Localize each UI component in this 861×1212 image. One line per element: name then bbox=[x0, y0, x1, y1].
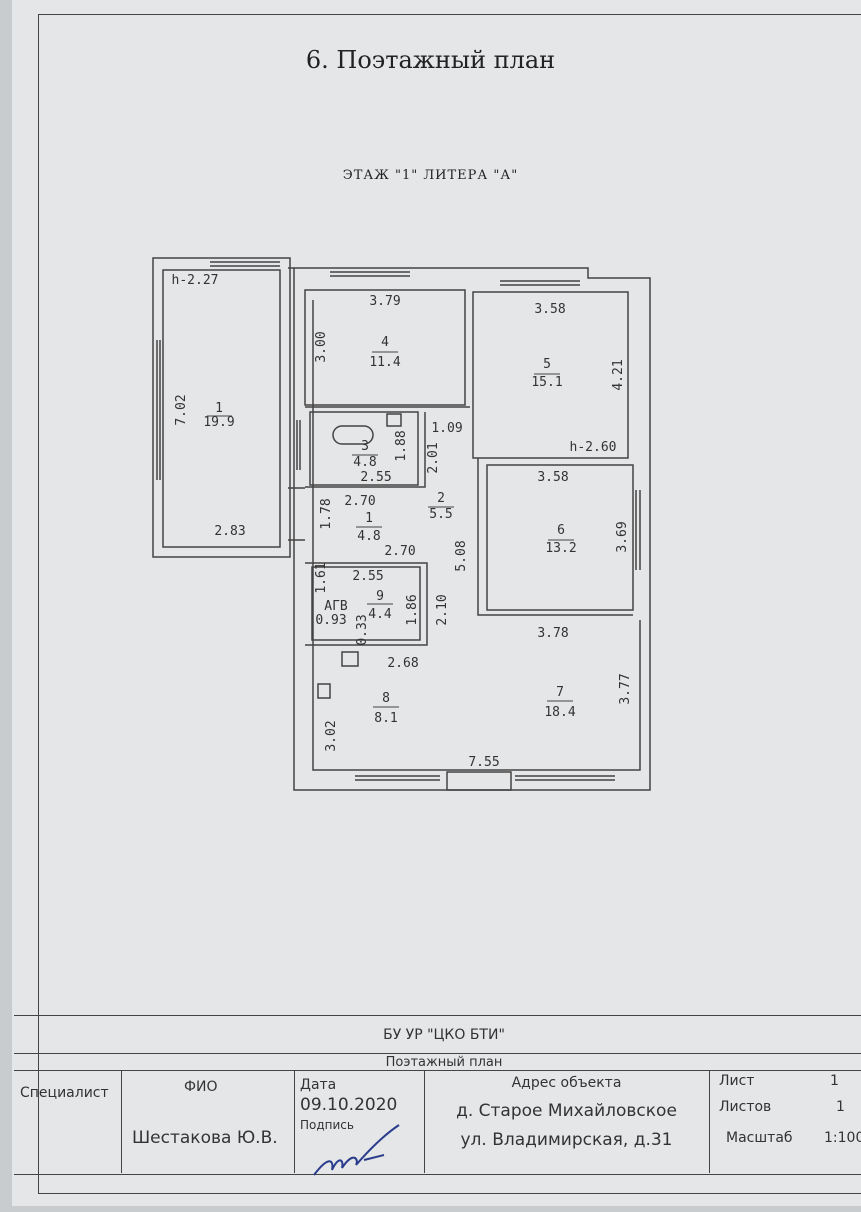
dimension: 4.21 bbox=[611, 359, 626, 390]
room-area: 4.4 bbox=[368, 607, 392, 622]
dimension: 2.70 bbox=[384, 544, 415, 559]
room-number: 6 bbox=[557, 523, 565, 538]
drawing-frame bbox=[38, 14, 861, 1194]
room-area: 15.1 bbox=[531, 375, 562, 390]
dimension: 3.77 bbox=[618, 673, 633, 704]
sheet-label: Лист bbox=[719, 1073, 755, 1089]
paper-sheet bbox=[12, 0, 861, 1206]
room-number: 1 bbox=[365, 511, 373, 526]
room-area: 13.2 bbox=[545, 541, 576, 556]
dimension: 2.55 bbox=[360, 470, 391, 485]
room-number: 2 bbox=[437, 491, 445, 506]
divider bbox=[709, 1070, 710, 1173]
dimension: 2.01 bbox=[426, 442, 441, 473]
dimension: 2.83 bbox=[214, 524, 245, 539]
organization: БУ УР "ЦКО БТИ" bbox=[14, 1015, 861, 1054]
dimension: 3.78 bbox=[537, 626, 568, 641]
room-area: 8.1 bbox=[374, 711, 397, 726]
dimension: 2.68 bbox=[387, 656, 418, 671]
dimension: 2.55 bbox=[352, 569, 383, 584]
title-block: БУ УР "ЦКО БТИ" Поэтажный план Специалис… bbox=[14, 1015, 861, 1190]
address-line2: ул. Владимирская, д.31 bbox=[460, 1130, 673, 1150]
room-area: 5.5 bbox=[429, 507, 452, 522]
page-title: 6. Поэтажный план bbox=[305, 46, 556, 74]
signature bbox=[313, 1124, 400, 1176]
dimension: 5.08 bbox=[454, 540, 469, 571]
dimension: 1.78 bbox=[319, 498, 334, 529]
dimension: 0.33 bbox=[355, 614, 370, 645]
dimension: 1.88 bbox=[394, 430, 409, 461]
dimension: 7.55 bbox=[468, 755, 499, 770]
room-area: 4.8 bbox=[353, 455, 376, 470]
room-area: 18.4 bbox=[544, 705, 575, 720]
dimension: 0.93 bbox=[315, 613, 346, 628]
doc-type: Поэтажный план bbox=[14, 1053, 861, 1071]
dimension: 1.61 bbox=[314, 562, 329, 593]
scale-label: Масштаб bbox=[726, 1130, 793, 1146]
fraction-lines bbox=[207, 351, 574, 708]
room-area: 11.4 bbox=[369, 355, 400, 370]
walls bbox=[152, 257, 651, 791]
room-number: 8 bbox=[382, 691, 390, 706]
dimension: 3.79 bbox=[369, 294, 400, 309]
date-value: 09.10.2020 bbox=[300, 1095, 398, 1115]
fio-value: Шестакова Ю.В. bbox=[132, 1128, 278, 1148]
dimension: 3.02 bbox=[324, 720, 339, 751]
room-number: 9 bbox=[376, 589, 384, 604]
room-labels: 1 19.9 4 11.4 5 15.1 3 4.8 2 5.5 1 4.8 6… bbox=[172, 273, 617, 726]
dimension: 3.58 bbox=[534, 302, 565, 317]
dimension: 1.09 bbox=[431, 421, 462, 436]
divider bbox=[121, 1070, 122, 1173]
dimension: 3.69 bbox=[615, 521, 630, 552]
ceiling-height: h-2.27 bbox=[172, 273, 219, 288]
address-line1: д. Старое Михайловское bbox=[456, 1101, 677, 1121]
divider bbox=[294, 1070, 295, 1173]
signature-label: Подпись bbox=[300, 1118, 354, 1132]
floor-subtitle: ЭТАЖ "1" ЛИТЕРА "А" bbox=[342, 168, 519, 183]
sheets-label: Листов bbox=[719, 1099, 772, 1115]
room-number: 4 bbox=[381, 335, 389, 350]
dimension: 2.70 bbox=[344, 494, 375, 509]
address-label: Адрес объекта bbox=[511, 1075, 622, 1091]
agv-label: АГВ bbox=[324, 599, 348, 614]
sheet-value: 1 bbox=[830, 1073, 839, 1089]
divider bbox=[424, 1070, 425, 1173]
dimension: 1.86 bbox=[405, 594, 420, 625]
room-area: 19.9 bbox=[203, 415, 234, 430]
dimension: 2.10 bbox=[435, 594, 450, 625]
room-number: 1 bbox=[215, 401, 223, 416]
dimension: 3.58 bbox=[537, 470, 568, 485]
sheets-value: 1 bbox=[836, 1099, 845, 1115]
room-number: 5 bbox=[543, 357, 551, 372]
scale-value: 1:100 bbox=[824, 1130, 861, 1146]
room-number: 3 bbox=[361, 439, 369, 454]
info-row bbox=[14, 1070, 861, 1175]
fio-label: ФИО bbox=[184, 1079, 218, 1095]
room-area: 4.8 bbox=[357, 529, 380, 544]
specialist-label: Специалист bbox=[20, 1085, 109, 1101]
room-number: 7 bbox=[556, 685, 564, 700]
date-label: Дата bbox=[300, 1077, 337, 1093]
dimension: 3.00 bbox=[314, 331, 329, 362]
dimension-labels: 3.79 3.00 3.58 4.21 7.02 1.09 1.88 2.01 … bbox=[174, 294, 633, 770]
dimension: 7.02 bbox=[174, 394, 189, 425]
ceiling-height: h-2.60 bbox=[570, 440, 617, 455]
